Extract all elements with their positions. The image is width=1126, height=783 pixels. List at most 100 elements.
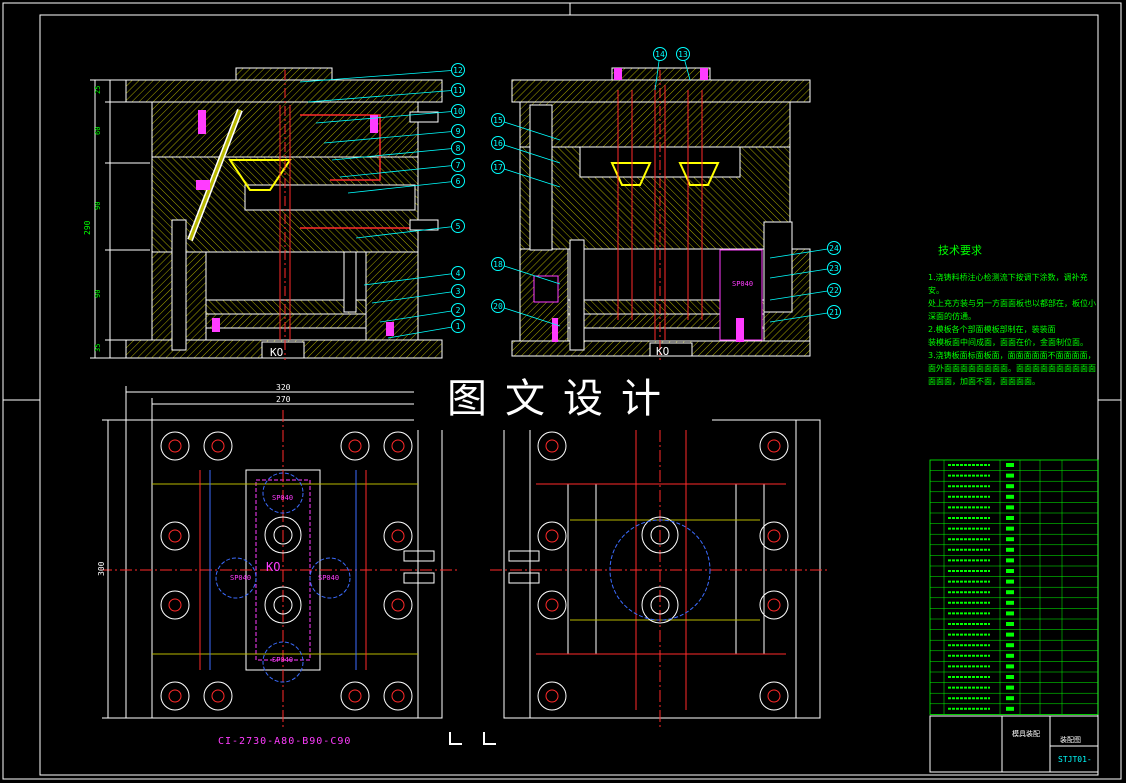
bom-mark [1006,590,1014,595]
bom-mark [1006,526,1014,531]
balloon-2: 2 [379,303,465,323]
bom-mark [1006,516,1014,520]
bolt-circle [545,439,559,453]
svg-text:2: 2 [456,306,461,315]
dim-inner-width: 270 [276,395,291,404]
title-block-number: STJT01- [1058,755,1092,764]
balloon-16: 16 [491,136,561,164]
balloon-14: 14 [653,47,667,91]
guide-pillar-circle [160,590,190,620]
title-block [929,715,1099,773]
tech-requirement-line: 装模板面中间成面，面面在价，金面制位面。 [928,338,1088,347]
balloon-1: 1 [387,319,465,339]
guide-pillar-circle [383,431,413,461]
cavity-circle [264,586,302,624]
balloon-8: 8 [331,141,465,161]
tech-requirement-line: 2.模板各个部面模板部制在，装装面 [928,325,1056,334]
bom-mark [1006,643,1014,648]
balloon-12: 12 [299,63,465,83]
drawing-code: CI-2730-A80-B90-C90 [218,736,352,747]
bolt-circle [545,598,559,612]
svg-text:17: 17 [493,163,503,172]
right-plan-view [490,410,830,728]
guide-pillar-circle [160,431,190,461]
water-connector [403,550,435,562]
bom-mark [1006,600,1014,605]
bom-table [929,459,1099,715]
balloon-15: 15 [491,113,561,141]
cavity-inner-circle [273,525,293,545]
bolt-circle [168,529,182,543]
bom-mark [1006,579,1014,584]
title-block-name-left: 模具装配 [1012,729,1040,738]
svg-text:16: 16 [493,139,503,148]
bolt-circle [545,689,559,703]
svg-text:3: 3 [456,287,461,296]
bolt-circle [211,439,225,453]
svg-text:18: 18 [493,260,503,269]
bom-mark [1006,558,1014,563]
bolt-circle [348,689,362,703]
svg-text:20: 20 [493,302,503,311]
spring-circle [262,641,304,683]
tech-requirement-line: 面外面面面面面面面面。面面面面面面面面面面 [928,364,1096,373]
watermark-text: 图文设计 [447,376,679,422]
svg-text:14: 14 [655,50,665,59]
balloon-10: 10 [315,104,465,124]
ejector-circle [609,519,711,621]
dim-stack-segment: 90 [94,290,102,298]
water-connector [508,572,540,584]
svg-text:10: 10 [453,107,463,116]
balloon-22: 22 [769,283,841,301]
dim-overall-width: 320 [276,383,291,392]
ko-label-left: KO [270,346,283,359]
bom-mark [1006,611,1014,616]
guide-pillar-circle [759,590,789,620]
guide-pillar-circle [340,431,370,461]
svg-text:15: 15 [493,116,503,125]
guide-pillar-circle [759,521,789,551]
bolt-circle [391,689,405,703]
bom-mark [1006,569,1014,573]
svg-text:1: 1 [456,322,461,331]
dim-stack-height: 290 [83,220,92,235]
balloon-23: 23 [769,261,841,279]
spring-label-3: SP040 [318,574,339,582]
svg-text:7: 7 [456,161,461,170]
bolt-circle [211,689,225,703]
balloon-6: 6 [347,174,465,194]
spring-label-2: SP040 [230,574,251,582]
bom-mark [1006,664,1014,669]
guide-pillar-circle [537,590,567,620]
spring-circle [262,472,304,514]
guide-pillar-circle [759,431,789,461]
bolt-circle [767,439,781,453]
bolt-circle [168,439,182,453]
guide-pillar-circle [759,681,789,711]
balloon-5: 5 [355,219,465,239]
dim-stack-segment: 35 [94,344,102,352]
svg-text:23: 23 [829,264,839,273]
tech-requirements-title: 技术要求 [938,244,982,257]
water-connector [508,550,540,562]
bom-mark [1006,494,1014,499]
bom-mark [1006,653,1014,658]
svg-text:13: 13 [678,50,688,59]
svg-text:24: 24 [829,244,839,253]
bolt-circle [168,598,182,612]
guide-pillar-circle [160,521,190,551]
balloon-7: 7 [339,158,465,178]
cavity-inner-circle [650,525,670,545]
bom-mark [1006,685,1014,690]
right-section-view [511,67,811,360]
tech-requirement-line: 处上充方装与另一方面面板也以都部在，板位小深面的仿通。 [928,299,1096,321]
balloon-3: 3 [371,284,465,304]
bom-mark [1006,547,1014,552]
spring-label-1: SP040 [272,494,293,502]
watermark-banner: 图文设计 [414,360,712,430]
bom-mark [1006,632,1014,637]
bom-mark [1006,675,1014,679]
